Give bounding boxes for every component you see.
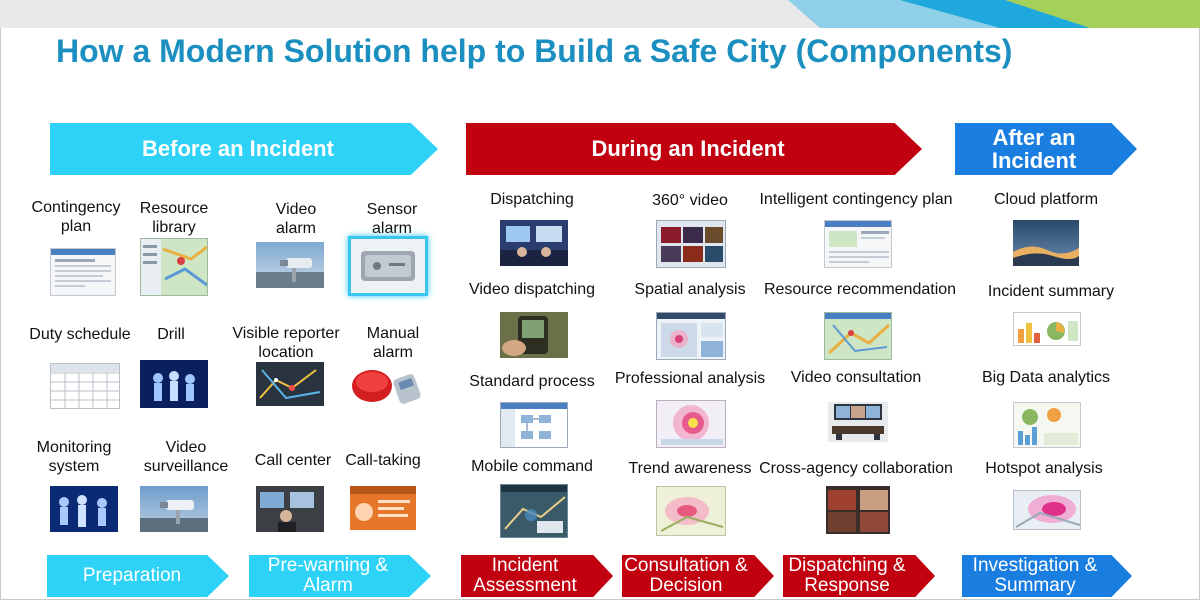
label-cloud-platform: Cloud platform <box>993 191 1099 208</box>
call-taking-screenshot <box>350 486 416 530</box>
label-call-center: Call center <box>254 452 332 469</box>
label-drill: Drill <box>157 326 185 343</box>
label-manual-alarm: Manual alarm <box>366 325 420 361</box>
stage-preparation-arrow: Preparation <box>47 555 229 597</box>
dispatching-photo <box>500 220 568 266</box>
label-professional-analysis: Professional analysis <box>614 370 766 387</box>
visible-reporter-location-map <box>256 362 324 406</box>
contingency-plan-screenshot <box>50 248 116 296</box>
standard-process-screenshot <box>500 402 568 448</box>
stage-investigation-label-2: Summary <box>994 575 1076 596</box>
resource-library-map <box>140 238 208 296</box>
intelligent-contingency-plan-screenshot <box>824 220 892 268</box>
phase-after-label-1: After an <box>992 124 1076 150</box>
hotspot-analysis-map <box>1013 490 1081 530</box>
mobile-command-screenshot <box>500 484 568 538</box>
video-consultation-room-photo <box>828 402 888 442</box>
slide-title: How a Modern Solution help to Build a Sa… <box>56 33 1013 69</box>
phase-before-label: Before an Incident <box>142 136 334 162</box>
label-call-taking: Call-taking <box>345 452 421 469</box>
stage-dispatching-label-2: Response <box>804 575 890 596</box>
incident-summary-charts <box>1013 312 1081 346</box>
label-mobile-command: Mobile command <box>471 458 593 475</box>
drill-photo <box>140 360 208 408</box>
video-dispatching-photo <box>500 312 568 358</box>
phase-during-arrow: During an Incident <box>466 123 922 175</box>
label-standard-process: Standard process <box>469 373 595 390</box>
label-trend-awareness: Trend awareness <box>628 460 752 477</box>
video-surveillance-camera-photo <box>140 486 208 532</box>
label-intelligent-contingency-plan: Intelligent contingency plan <box>759 191 953 208</box>
big-data-analytics-charts <box>1013 402 1081 448</box>
phase-after-label-2: Incident <box>991 148 1077 173</box>
360-video-screenshot <box>656 220 726 268</box>
stage-dispatching-arrow: Dispatching &Response <box>783 555 935 597</box>
stage-assessment-label-2: Assessment <box>473 575 577 596</box>
stage-prewarning-label-2: Alarm <box>303 575 353 596</box>
spatial-analysis-screenshot <box>656 312 726 360</box>
label-video-alarm: Video alarm <box>275 201 317 237</box>
label-video-consultation: Video consultation <box>790 369 922 386</box>
duty-schedule-table <box>50 363 120 409</box>
label-monitoring-system: Monitoring system <box>36 439 112 475</box>
label-resource-recommendation: Resource recommendation <box>763 281 957 298</box>
phase-before-arrow: Before an Incident <box>50 123 438 175</box>
label-video-surveillance: Video surveillance <box>143 439 229 475</box>
top-decoration <box>788 0 1200 28</box>
professional-analysis-heatmap <box>656 400 726 448</box>
label-cross-agency-collaboration: Cross-agency collaboration <box>759 460 953 477</box>
label-dispatching: Dispatching <box>490 191 574 208</box>
label-hotspot-analysis: Hotspot analysis <box>985 460 1103 477</box>
trend-awareness-map <box>656 486 726 536</box>
cross-agency-collaboration-photo <box>826 486 890 534</box>
sensor-alarm-device-photo <box>348 236 428 296</box>
stage-preparation-label: Preparation <box>82 565 182 587</box>
cloud-platform-image <box>1013 220 1079 266</box>
stage-prewarning-arrow: Pre-warning &Alarm <box>249 555 431 597</box>
stage-assessment-label-1: Incident <box>491 555 559 577</box>
label-duty-schedule: Duty schedule <box>29 326 131 343</box>
video-alarm-camera-photo <box>256 242 324 288</box>
label-visible-reporter-location: Visible reporter location <box>232 325 340 361</box>
manual-alarm-button-photo <box>348 362 428 406</box>
call-center-photo <box>256 486 324 532</box>
label-spatial-analysis: Spatial analysis <box>634 281 746 298</box>
label-big-data-analytics: Big Data analytics <box>981 369 1111 386</box>
phase-during-label: During an Incident <box>591 136 785 162</box>
stage-investigation-arrow: Investigation &Summary <box>962 555 1132 597</box>
label-360-video: 360° video <box>652 192 728 209</box>
stage-investigation-label-1: Investigation & <box>972 555 1098 577</box>
monitoring-system-photo <box>50 486 118 532</box>
resource-recommendation-map <box>824 312 892 360</box>
label-incident-summary: Incident summary <box>987 283 1115 300</box>
stage-prewarning-label-1: Pre-warning & <box>267 555 389 577</box>
label-resource-library: Resource library <box>139 200 209 236</box>
label-video-dispatching: Video dispatching <box>468 281 596 298</box>
label-sensor-alarm: Sensor alarm <box>366 201 418 237</box>
stage-dispatching-label-1: Dispatching & <box>788 555 906 577</box>
stage-consultation-label-2: Decision <box>649 575 723 596</box>
stage-consultation-label-1: Consultation & <box>624 555 748 577</box>
label-contingency-plan: Contingency plan <box>31 199 121 235</box>
stage-consultation-arrow: Consultation &Decision <box>622 555 774 597</box>
